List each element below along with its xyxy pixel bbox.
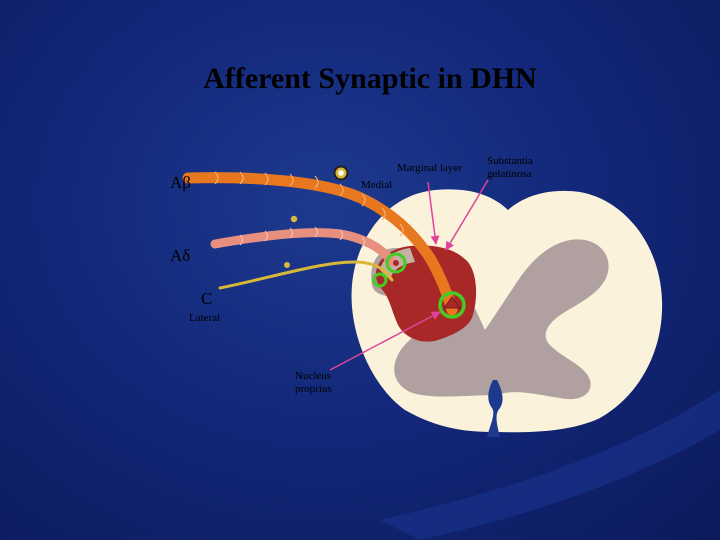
- a-beta-fiber-segments: [214, 171, 404, 237]
- synapse-ring-substantia: [372, 272, 388, 288]
- substantia-gelatinosa-line1: Substantia: [487, 155, 533, 167]
- slide-title: Afferent Synaptic in DHN: [203, 62, 537, 95]
- c-fiber: [218, 260, 394, 290]
- a-delta-label: Aδ: [170, 246, 191, 265]
- marginal-layer-label: Marginal layer: [397, 162, 462, 174]
- nucleus-proprius-line2: proprius: [295, 383, 332, 395]
- a-beta-cell-body: [333, 165, 349, 181]
- nucleus-proprius-label: Nucleus proprius: [295, 370, 332, 396]
- nucleus-proprius-line1: Nucleus: [295, 370, 332, 382]
- arrow-substantia-gelatinosa: [445, 179, 489, 251]
- substantia-gelatinosa-line2: gelatinosa: [487, 168, 532, 180]
- arrow-nucleus-proprius: [329, 311, 441, 371]
- a-delta-cell-body: [290, 215, 298, 223]
- c-fiber-cell-body: [284, 262, 290, 268]
- synapse-ring-marginal: [385, 252, 407, 274]
- synapse-terminal: [443, 296, 461, 309]
- substantia-gelatinosa-label: Substantia gelatinosa: [487, 155, 533, 181]
- medial-label: Medial: [361, 179, 393, 191]
- arrow-marginal-layer: [427, 181, 440, 245]
- synapse-ring-nucleus-proprius: [438, 291, 466, 319]
- background-swoosh: [380, 390, 720, 540]
- lateral-label: Lateral: [189, 312, 221, 324]
- c-fiber-label: C: [201, 289, 213, 308]
- ventral-median-fissure: [487, 380, 503, 437]
- a-beta-label: Aβ: [170, 173, 191, 192]
- a-delta-fiber-segments: [239, 226, 366, 248]
